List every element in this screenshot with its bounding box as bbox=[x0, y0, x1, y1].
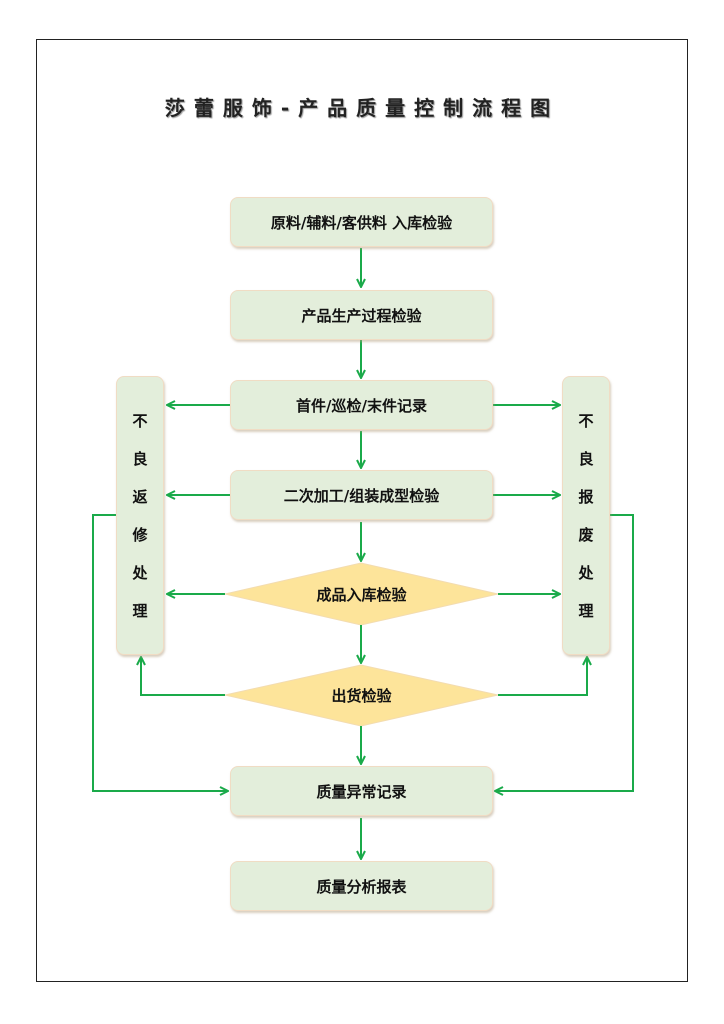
node-abnormal-record: 质量异常记录 bbox=[230, 766, 493, 816]
char: 不 bbox=[132, 412, 148, 430]
char: 良 bbox=[132, 450, 148, 468]
char: 不 bbox=[578, 412, 594, 430]
node-secondary-inspection: 二次加工/组装成型检验 bbox=[230, 470, 493, 520]
page-border bbox=[36, 39, 688, 982]
arrow bbox=[141, 657, 225, 696]
arrow bbox=[495, 514, 634, 791]
arrow bbox=[92, 514, 228, 791]
char: 处 bbox=[578, 564, 594, 582]
node-scrap: 不 良 报 废 处 理 bbox=[562, 376, 610, 655]
char: 修 bbox=[132, 526, 148, 544]
char: 理 bbox=[578, 602, 594, 620]
node-finished-inspection: 成品入库检验 bbox=[316, 586, 407, 604]
char: 良 bbox=[578, 450, 594, 468]
char: 返 bbox=[132, 488, 148, 506]
node-rework: 不 良 返 修 处 理 bbox=[116, 376, 164, 655]
node-incoming-inspection: 原料/辅料/客供料 入库检验 bbox=[230, 197, 493, 247]
char: 报 bbox=[578, 488, 594, 506]
char: 废 bbox=[578, 526, 594, 544]
arrow bbox=[498, 657, 587, 696]
node-patrol-record: 首件/巡检/末件记录 bbox=[230, 380, 493, 430]
node-production-inspection: 产品生产过程检验 bbox=[230, 290, 493, 340]
diagram-title: 莎蕾服饰-产品质量控制流程图 bbox=[164, 96, 560, 120]
node-analysis-report: 质量分析报表 bbox=[230, 861, 493, 911]
node-shipping-inspection: 出货检验 bbox=[331, 687, 392, 705]
char: 理 bbox=[132, 602, 148, 620]
char: 处 bbox=[132, 564, 148, 582]
